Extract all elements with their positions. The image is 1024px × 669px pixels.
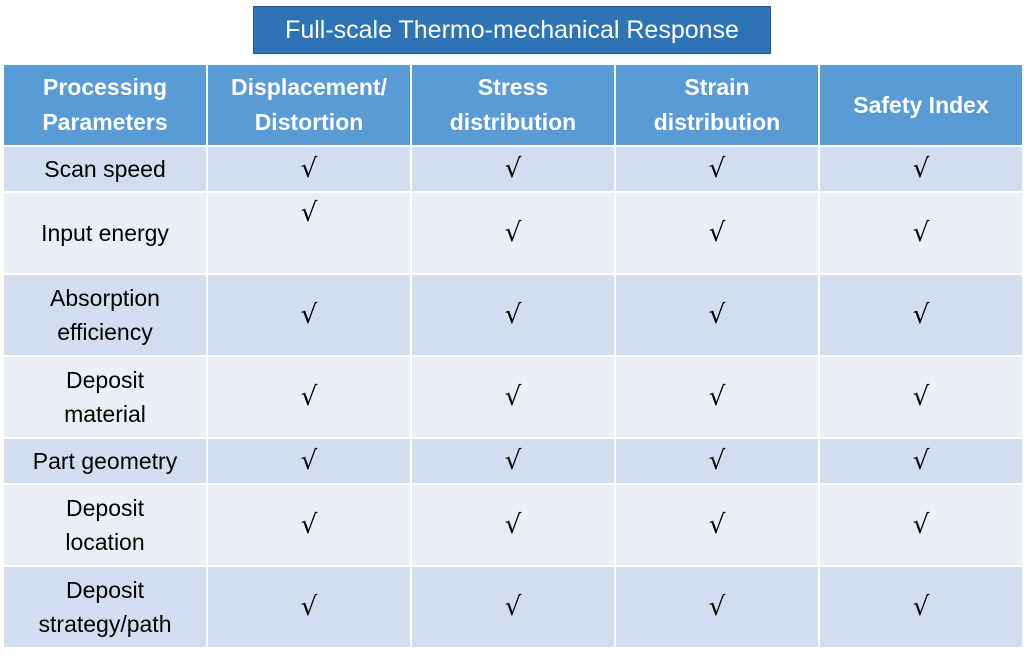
check-mark: √ xyxy=(410,145,616,193)
check-mark: √ xyxy=(410,355,616,439)
header-processing-parameters: Processing Parameters xyxy=(2,63,208,147)
check-mark: √ xyxy=(410,565,616,649)
check-mark: √ xyxy=(206,437,412,485)
check-mark: √ xyxy=(206,145,412,193)
check-mark: √ xyxy=(410,191,616,275)
check-mark: √ xyxy=(206,355,412,439)
table-row: Scan speed √ √ √ √ xyxy=(2,145,1024,193)
check-mark: √ xyxy=(410,273,616,357)
table-row: Part geometry √ √ √ √ xyxy=(2,437,1024,485)
check-mark: √ xyxy=(818,565,1024,649)
check-mark: √ xyxy=(614,483,820,567)
header-stress-distribution: Stress distribution xyxy=(410,63,616,147)
check-mark: √ xyxy=(206,191,412,275)
header-safety-index: Safety Index xyxy=(818,63,1024,147)
param-part-geometry: Part geometry xyxy=(2,437,208,485)
check-mark: √ xyxy=(818,145,1024,193)
check-mark: √ xyxy=(614,145,820,193)
check-mark: √ xyxy=(614,437,820,485)
check-mark: √ xyxy=(206,273,412,357)
check-mark: √ xyxy=(206,483,412,567)
check-mark: √ xyxy=(614,355,820,439)
check-mark: √ xyxy=(818,355,1024,439)
param-scan-speed: Scan speed xyxy=(2,145,208,193)
check-mark: √ xyxy=(614,191,820,275)
check-mark: √ xyxy=(410,437,616,485)
check-mark: √ xyxy=(818,437,1024,485)
table-title-text: Full-scale Thermo-mechanical Response xyxy=(285,15,739,44)
table-title: Full-scale Thermo-mechanical Response xyxy=(253,6,771,54)
param-input-energy: Input energy xyxy=(2,191,208,275)
header-displacement-distortion: Displacement/ Distortion xyxy=(206,63,412,147)
check-mark: √ xyxy=(410,483,616,567)
header-strain-distribution: Strain distribution xyxy=(614,63,820,147)
response-table: Processing Parameters Displacement/ Dist… xyxy=(2,63,1024,649)
table-header-row: Processing Parameters Displacement/ Dist… xyxy=(2,63,1024,147)
check-mark: √ xyxy=(614,565,820,649)
check-mark: √ xyxy=(614,273,820,357)
check-mark: √ xyxy=(818,191,1024,275)
check-mark: √ xyxy=(818,483,1024,567)
check-mark: √ xyxy=(818,273,1024,357)
table-row: Input energy √ √ √ √ xyxy=(2,191,1024,275)
check-mark: √ xyxy=(206,565,412,649)
